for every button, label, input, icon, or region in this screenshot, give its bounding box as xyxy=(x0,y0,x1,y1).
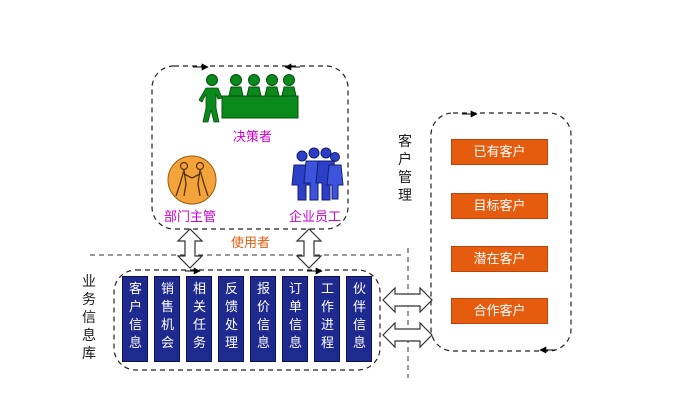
customer-potential: 潜在客户 xyxy=(451,246,548,272)
customer-mgmt-border xyxy=(430,112,572,352)
users-group-border xyxy=(151,65,349,230)
dept-manager-icon xyxy=(167,155,217,205)
staff-label: 企业员工 xyxy=(289,210,342,225)
db-item-related-tasks: 相关任务 xyxy=(186,276,212,362)
customer-target: 目标客户 xyxy=(451,193,548,219)
right-vertical-double-arrow xyxy=(295,228,323,269)
db-item-customer-info: 客户信息 xyxy=(122,276,148,362)
customer-existing: 已有客户 xyxy=(451,139,548,165)
customer-mgmt-label: 客户管理 xyxy=(398,134,412,204)
db-item-sales-opportunity: 销售机会 xyxy=(154,276,180,362)
customer-partner: 合作客户 xyxy=(451,298,548,324)
db-item-work-progress: 工作进程 xyxy=(314,276,340,362)
left-vertical-double-arrow xyxy=(176,228,204,269)
users-label: 使用者 xyxy=(231,236,271,251)
db-item-quote-info: 报价信息 xyxy=(250,276,276,362)
staff-icon xyxy=(291,147,344,201)
upper-horizontal-double-arrow xyxy=(382,286,433,314)
db-item-partner-info: 伙伴信息 xyxy=(346,276,372,362)
lower-horizontal-double-arrow xyxy=(382,321,433,349)
dept-manager-label: 部门主管 xyxy=(164,210,217,225)
decision-makers-label: 决策者 xyxy=(233,130,273,145)
db-item-order-info: 订单信息 xyxy=(282,276,308,362)
decision-makers-icon xyxy=(198,74,299,123)
business-db-label: 业务信息库 xyxy=(82,274,96,362)
business-db-border xyxy=(113,269,381,371)
db-item-feedback: 反馈处理 xyxy=(218,276,244,362)
